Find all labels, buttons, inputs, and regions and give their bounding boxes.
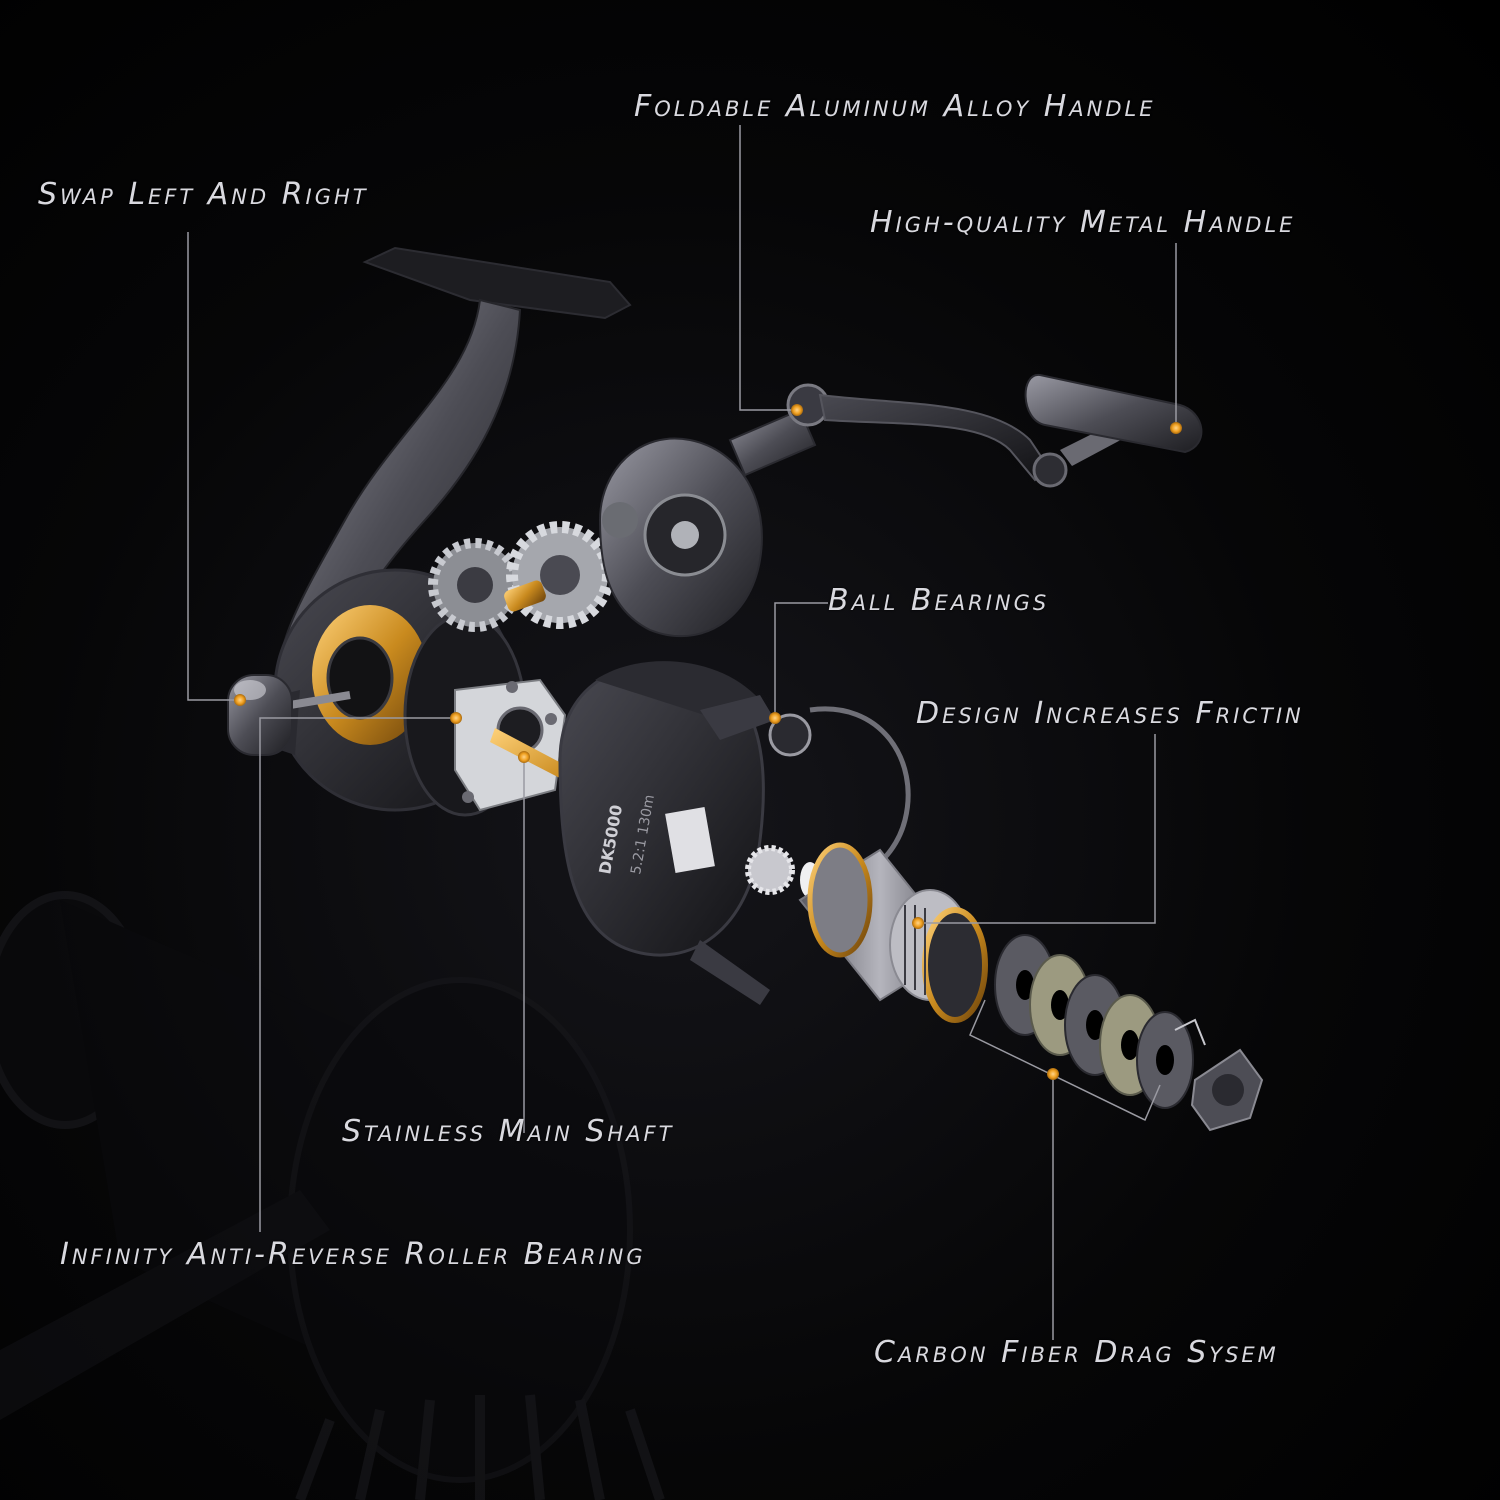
marker-roller-bearing [450,712,462,724]
label-ball-bearings: Ball Bearings [828,583,1050,618]
background-reel-silhouette [0,891,665,1500]
marker-metal-handle [1170,422,1182,434]
rotor-housing [403,613,567,817]
spool [798,842,988,1023]
marker-dots [234,404,1182,1080]
marker-main-shaft [518,751,530,763]
marker-swap [234,694,246,706]
drag-washers [994,934,1264,1132]
handle-assembly [728,373,1203,488]
leader-line-roller-bearing [259,717,456,1232]
label-foldable-handle: Foldable Aluminum Alloy Handle [634,89,1156,124]
label-roller-bearing: Infinity Anti-Reverse Roller Bearing [60,1237,646,1272]
leader-line-foldable-handle [739,125,797,411]
label-metal-handle: High-quality Metal Handle [870,205,1296,240]
label-main-shaft: Stainless Main Shaft [342,1114,675,1149]
swap-knob [227,674,351,756]
label-drag-system: Carbon Fiber Drag Sysem [874,1335,1279,1370]
marker-ball-bearings [769,712,781,724]
bail-and-rotor-cup: DK5000 5.2:1 130m [558,661,911,1005]
gear-train [428,521,614,632]
label-swap-left-right: Swap Left And Right [38,177,369,212]
marker-friction [912,917,924,929]
marker-drag-system [1047,1068,1059,1080]
leader-line-ball-bearings [774,602,828,716]
leader-lines [187,125,1177,1340]
side-cover [598,437,763,638]
leader-line-swap [187,232,240,701]
leader-line-friction [918,734,1156,924]
marker-foldable-handle [791,404,803,416]
label-friction: Design Increases Frictin [916,696,1304,731]
